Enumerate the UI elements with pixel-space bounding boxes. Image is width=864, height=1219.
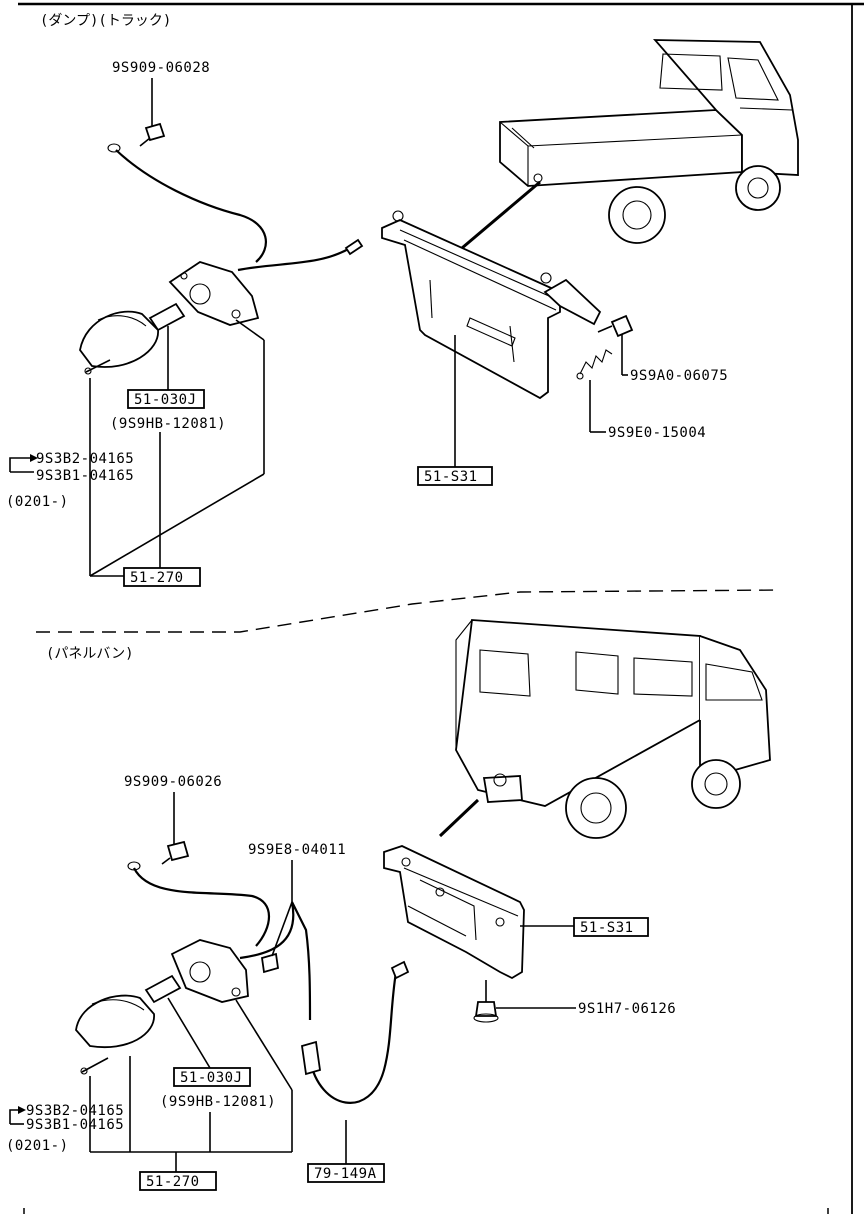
label-date-van: (0201-): [6, 1138, 69, 1154]
bolt-van: [473, 980, 499, 1023]
section-header-panel-van: (パネルバン): [46, 646, 134, 662]
bulb-van: [144, 974, 182, 1004]
label-bulb-truck: 51-030J: [134, 392, 197, 408]
lens-cover-van: [75, 994, 155, 1049]
label-bracket-truck: 51-S31: [424, 469, 478, 485]
section-header-truck: (ダンプ)(トラック): [40, 13, 171, 29]
lamp-socket-truck: [168, 261, 260, 326]
label-screw-b-truck: 9S3B1-04165: [36, 468, 134, 484]
label-screw-top-truck: 9S909-06028: [112, 60, 210, 76]
label-screw-a-truck: 9S3B2-04165: [36, 451, 134, 467]
leader-truck-to-bracket: [461, 180, 541, 250]
label-bulb-sub-van: (9S9HB-12081): [160, 1094, 276, 1110]
harness-terminal-van: [390, 960, 410, 980]
label-bracket-van: 51-S31: [580, 920, 634, 936]
screw-top-van: [161, 840, 190, 865]
small-screw-van: [80, 1057, 109, 1075]
label-screw-top-van: 9S909-06026: [124, 774, 222, 790]
screw-top-truck: [139, 122, 166, 147]
box-bulb-van: [173, 1067, 251, 1087]
truck-illustration: [499, 39, 799, 244]
label-spring-truck: 9S9E0-15004: [608, 425, 706, 441]
box-bulb-truck: [127, 389, 205, 409]
ground-wire-van: [133, 867, 270, 947]
label-harness-van: 79-149A: [314, 1166, 377, 1182]
label-bolt-truck: 9S9A0-06075: [630, 368, 728, 384]
label-screw-b-van: 9S3B1-04165: [26, 1117, 124, 1133]
label-bolt-van: 9S1H7-06126: [578, 1001, 676, 1017]
box-lamp-truck: [123, 567, 201, 587]
label-bulb-sub-truck: (9S9HB-12081): [110, 416, 226, 432]
ring-terminal-truck: [107, 143, 121, 153]
harness-wire-van: [308, 971, 398, 1104]
plate-bracket-truck: [381, 210, 602, 400]
spring-truck: [576, 349, 613, 380]
label-date-truck: (0201-): [6, 494, 69, 510]
label-lamp-truck: 51-270: [130, 570, 184, 586]
label-clip-van: 9S9E8-04011: [248, 842, 346, 858]
connector-truck: [344, 238, 364, 256]
leader-bulb-van: [167, 997, 211, 1069]
bolt-truck: [597, 314, 634, 338]
label-bulb-van: 51-030J: [180, 1070, 243, 1086]
ground-wire-truck: [115, 149, 267, 263]
leader-lamp-join-a-truck: [89, 473, 265, 577]
small-screw-truck: [84, 359, 111, 375]
box-bracket-van: [573, 917, 649, 937]
label-screw-a-van: 9S3B2-04165: [26, 1103, 124, 1119]
leader-socket-van: [235, 999, 293, 1091]
ring-terminal-van: [127, 861, 141, 871]
harness-connector-van: [300, 1040, 322, 1076]
bracket-screw-a-truck: [9, 457, 30, 472]
section-divider: [36, 589, 781, 633]
leader-van-to-bracket: [438, 798, 480, 838]
lamp-socket-van: [170, 939, 249, 1003]
clip-van: [260, 952, 280, 974]
lens-cover-truck: [79, 310, 159, 368]
lamp-lead-truck: [237, 247, 351, 272]
bulb-truck: [148, 302, 186, 332]
box-lamp-van: [139, 1171, 217, 1191]
box-bracket-truck: [417, 466, 493, 486]
label-lamp-van: 51-270: [146, 1174, 200, 1190]
plate-bracket-van: [383, 845, 525, 980]
van-illustration: [455, 619, 771, 839]
box-harness-van: [307, 1163, 385, 1183]
